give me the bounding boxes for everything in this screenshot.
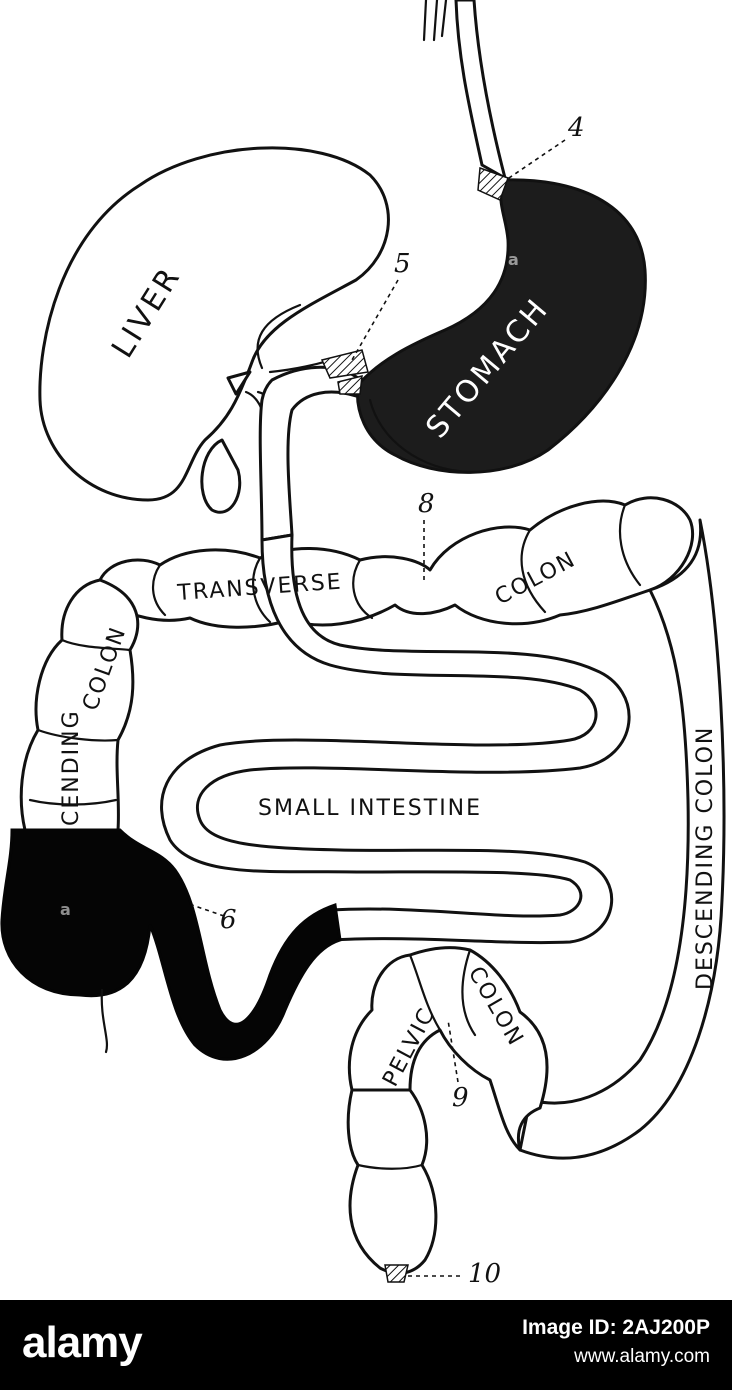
callout-10: 10 bbox=[468, 1259, 501, 1289]
watermark-mark-left: a bbox=[60, 900, 71, 919]
rectum bbox=[346, 1088, 438, 1283]
esophagus bbox=[422, 0, 507, 180]
callout-8: 8 bbox=[418, 489, 435, 519]
pylorus-lower bbox=[337, 375, 363, 395]
descending-colon-label: DESCENDING COLON bbox=[693, 726, 718, 990]
cecum-ileum bbox=[0, 828, 342, 1061]
watermark-mark-right: a bbox=[508, 250, 519, 269]
liver bbox=[38, 146, 390, 502]
duodenum bbox=[258, 365, 360, 542]
small-intestine-label: SMALL INTESTINE bbox=[258, 796, 482, 821]
watermark-url: www.alamy.com bbox=[574, 1346, 710, 1367]
watermark-footer: alamy Image ID: 2AJ200P www.alamy.com bbox=[0, 1300, 732, 1390]
callout-6: 6 bbox=[220, 905, 237, 935]
callout-4: 4 bbox=[567, 113, 585, 143]
image-id: Image ID: 2AJ200P bbox=[522, 1316, 710, 1339]
callout-9: 9 bbox=[452, 1083, 469, 1113]
anal-sphincter bbox=[384, 1264, 409, 1283]
cardiac-sphincter bbox=[477, 166, 509, 202]
stomach bbox=[355, 178, 647, 474]
transverse-colon bbox=[98, 496, 695, 629]
callout-5: 5 bbox=[394, 249, 411, 279]
digestive-system-diagram: LIVER STOMACH TRANSVERSE COLON CENDING C… bbox=[0, 0, 726, 1289]
alamy-logo: alamy bbox=[22, 1318, 143, 1367]
pelvic-colon bbox=[347, 946, 549, 1152]
ascending-label: CENDING bbox=[59, 709, 84, 826]
pyloric-sphincter bbox=[320, 349, 369, 379]
descending-colon bbox=[518, 518, 726, 1160]
